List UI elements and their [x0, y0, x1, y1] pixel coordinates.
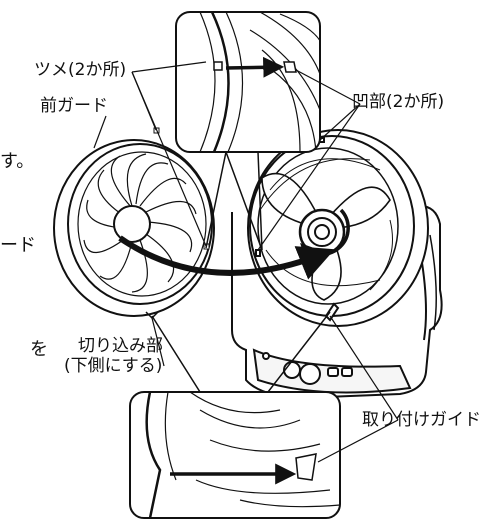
guard-center-cap [113, 205, 151, 243]
tab-label: ツメ(2か所) [34, 60, 127, 80]
bottom-detail-inset [129, 391, 341, 519]
top-detail-inset [175, 11, 321, 153]
top-inset-frame [175, 11, 321, 153]
recess-left [255, 249, 261, 257]
cut-text-2: ード [0, 235, 36, 256]
front-guard-label: 前ガード [40, 96, 108, 116]
notch-label-line1: 切り込み部 [78, 336, 163, 356]
cut-text-3: を [30, 339, 48, 360]
guard-ribs [259, 158, 393, 291]
flow-arrow [118, 235, 335, 280]
mounting-guide-marker [324, 302, 340, 322]
mounting-guide-label: 取り付けガイド [362, 410, 481, 430]
top-inset-arrow [225, 56, 285, 78]
bottom-inset-frame [129, 391, 341, 519]
control-knob [283, 361, 301, 379]
recess-closeup [283, 61, 297, 73]
guide-closeup [295, 453, 317, 481]
leader-lines [93, 61, 399, 463]
cut-text-1: す。 [0, 151, 35, 172]
fan-unit [231, 129, 443, 400]
indicator-light [262, 352, 270, 360]
recess-label: 凹部(2か所) [352, 92, 445, 112]
notch-label-line2: (下側にする) [64, 356, 163, 376]
button-1 [327, 367, 339, 377]
front-guard [53, 127, 215, 320]
hub-center [314, 224, 330, 240]
button-2 [341, 367, 353, 377]
control-dial [299, 363, 321, 385]
tab-closeup [213, 61, 223, 71]
